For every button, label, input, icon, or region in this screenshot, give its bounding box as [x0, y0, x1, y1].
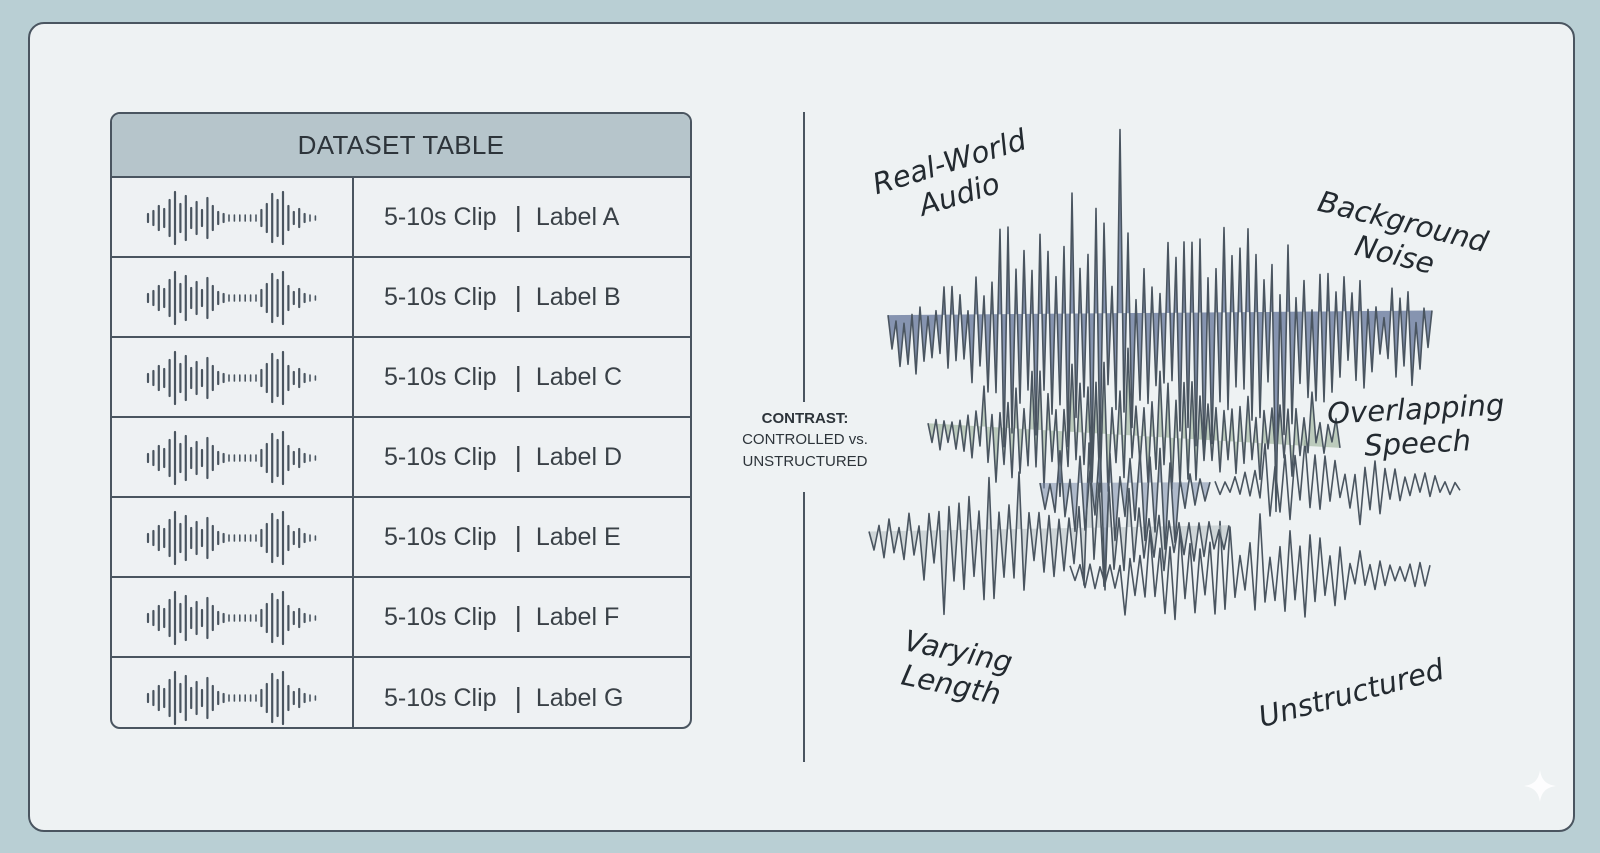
sparkle-watermark-icon [1524, 770, 1556, 802]
table-header: DATASET TABLE [112, 114, 690, 178]
messy-waveforms-illustration [868, 128, 1461, 621]
table-row: 5-10s Clip | Label F [112, 578, 690, 658]
table-row: 5-10s Clip | Label G [112, 658, 690, 727]
cell-separator: | [514, 521, 522, 552]
contrast-line-2: UNSTRUCTURED [742, 453, 868, 470]
vertical-divider-bottom [803, 492, 805, 762]
clip-duration: 5-10s Clip [384, 683, 497, 712]
contrast-title: CONTRAST: [761, 410, 849, 427]
clip-info-cell: 5-10s Clip | Label F [354, 578, 690, 656]
clip-info-cell: 5-10s Clip | Label E [354, 498, 690, 576]
clip-label: Label G [535, 683, 624, 712]
infographic-card: DATASET TABLE 5-10s Clip | Label A 5-10s… [28, 22, 1575, 832]
clip-info-cell: 5-10s Clip | Label D [354, 418, 690, 496]
clip-duration: 5-10s Clip [384, 202, 497, 231]
clip-label: Label D [535, 442, 623, 471]
clip-label: Label F [535, 602, 620, 631]
clip-duration: 5-10s Clip [384, 522, 497, 551]
clip-label: Label E [535, 522, 621, 551]
clip-info-cell: 5-10s Clip | Label A [354, 178, 690, 256]
clip-label: Label C [535, 362, 623, 391]
cell-separator: | [514, 682, 522, 713]
cell-separator: | [514, 201, 522, 232]
clip-waveform-icon [146, 590, 317, 646]
waveform-cell [112, 178, 354, 256]
clip-duration: 5-10s Clip [384, 282, 497, 311]
waveform-cell [112, 498, 354, 576]
contrast-caption: CONTRAST: CONTROLLED vs. UNSTRUCTURED [690, 409, 920, 473]
table-row: 5-10s Clip | Label D [112, 418, 690, 498]
clip-info-cell: 5-10s Clip | Label B [354, 258, 690, 336]
cell-separator: | [514, 281, 522, 312]
clip-waveform-icon [146, 510, 317, 566]
clip-label: Label A [535, 202, 620, 231]
table-row: 5-10s Clip | Label A [112, 178, 690, 258]
waveform-cell [112, 658, 354, 727]
clip-waveform-icon [146, 670, 317, 726]
clip-waveform-icon [146, 430, 317, 486]
clip-duration: 5-10s Clip [384, 442, 497, 471]
waveform-cell [112, 418, 354, 496]
cell-separator: | [514, 441, 522, 472]
waveform-cell [112, 258, 354, 336]
vertical-divider-top [803, 112, 805, 402]
clip-info-cell: 5-10s Clip | Label C [354, 338, 690, 416]
table-row: 5-10s Clip | Label E [112, 498, 690, 578]
table-row: 5-10s Clip | Label C [112, 338, 690, 418]
dataset-table: DATASET TABLE 5-10s Clip | Label A 5-10s… [110, 112, 692, 729]
clip-info-cell: 5-10s Clip | Label G [354, 658, 690, 727]
clip-duration: 5-10s Clip [384, 362, 497, 391]
cell-separator: | [514, 361, 522, 392]
cell-separator: | [514, 601, 522, 632]
clip-waveform-icon [146, 190, 317, 246]
label-overlapping-speech: Overlapping Speech [1326, 387, 1507, 464]
table-row: 5-10s Clip | Label B [112, 258, 690, 338]
waveform-cell [112, 578, 354, 656]
clip-duration: 5-10s Clip [384, 602, 497, 631]
waveform-cell [112, 338, 354, 416]
clip-waveform-icon [146, 350, 317, 406]
contrast-line-1: CONTROLLED vs. [742, 431, 868, 448]
clip-waveform-icon [146, 270, 317, 326]
clip-label: Label B [535, 282, 621, 311]
